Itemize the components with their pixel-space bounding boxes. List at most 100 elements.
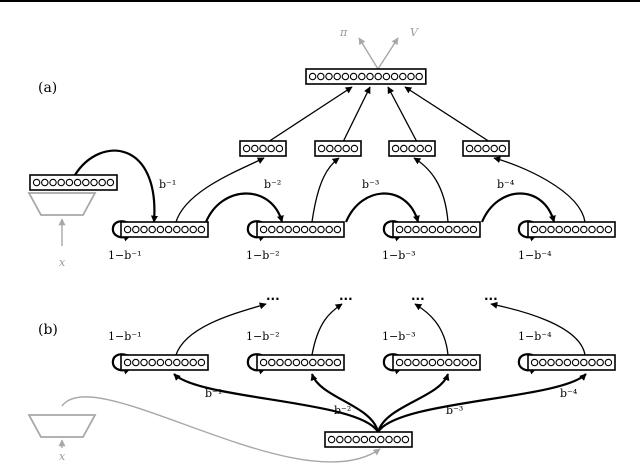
neuron-unit	[420, 225, 428, 234]
neuron-unit	[197, 225, 206, 234]
neuron-unit	[366, 72, 374, 81]
neuron-unit	[596, 225, 604, 234]
neuron-unit	[32, 178, 41, 187]
ellipsis-3: ...	[411, 289, 425, 303]
neuron-unit	[333, 72, 341, 81]
neuron-unit	[377, 435, 385, 444]
neuron-unit	[374, 72, 382, 81]
retain-r3-a: 1−b⁻³	[382, 249, 415, 262]
neuron-unit	[342, 144, 350, 153]
neuron-unit	[424, 144, 433, 153]
neuron-layers	[29, 68, 616, 448]
neuron-unit	[360, 435, 369, 444]
neuron-unit	[482, 144, 490, 153]
ellipsis-2: ...	[339, 289, 353, 303]
neuron-unit	[571, 225, 580, 234]
neuron-unit	[327, 435, 336, 444]
neuron-unit	[416, 144, 424, 153]
neuron-unit	[350, 144, 359, 153]
v-label: V	[410, 26, 419, 39]
input-encoder-b	[27, 396, 381, 463]
neuron-unit	[555, 358, 563, 367]
panel-b-label: (b)	[38, 322, 58, 338]
rate-b4-a: b⁻⁴	[497, 178, 515, 191]
neuron-unit	[284, 358, 292, 367]
recurrent-layer-a-1	[120, 221, 209, 238]
rate-b1-b: b⁻¹	[205, 387, 222, 400]
neuron-unit	[382, 72, 391, 81]
neuron-unit	[469, 358, 478, 367]
neuron-unit	[555, 225, 563, 234]
retain-r4-a: 1−b⁻⁴	[518, 249, 552, 262]
readout-connections	[175, 156, 586, 223]
neuron-unit	[268, 225, 276, 234]
neuron-unit	[445, 358, 453, 367]
recurrent-layer-b-4	[527, 354, 616, 371]
recurrent-layer-b-2	[256, 354, 345, 371]
neuron-unit	[453, 358, 461, 367]
neuron-unit	[317, 225, 325, 234]
readout-layer-4	[462, 140, 510, 157]
neuron-unit	[98, 178, 106, 187]
neuron-unit	[390, 72, 399, 81]
neuron-unit	[309, 358, 317, 367]
recurrent-layer-a-2	[256, 221, 345, 238]
neuron-unit	[242, 144, 251, 153]
neuron-unit	[539, 225, 547, 234]
rate-b2-a: b⁻²	[264, 178, 281, 191]
neuron-unit	[148, 358, 156, 367]
neuron-unit	[407, 72, 415, 81]
neuron-unit	[300, 358, 309, 367]
neuron-unit	[436, 225, 445, 234]
neuron-unit	[73, 178, 82, 187]
input-label-a: x	[59, 256, 66, 269]
neuron-unit	[132, 358, 140, 367]
neuron-unit	[173, 358, 181, 367]
neuron-unit	[358, 72, 366, 81]
neuron-unit	[395, 225, 404, 234]
neuron-unit	[469, 225, 478, 234]
neuron-unit	[474, 144, 482, 153]
neuron-unit	[164, 225, 173, 234]
neuron-unit	[49, 178, 57, 187]
neuron-unit	[164, 358, 173, 367]
neuron-unit	[317, 144, 326, 153]
neuron-unit	[415, 72, 423, 81]
readout-layer-3	[388, 140, 436, 157]
neuron-unit	[268, 358, 276, 367]
neuron-unit	[530, 225, 539, 234]
neuron-unit	[251, 144, 259, 153]
neuron-unit	[300, 225, 309, 234]
recurrent-layer-a-3	[392, 221, 481, 238]
neuron-unit	[412, 358, 420, 367]
neuron-unit	[181, 358, 189, 367]
neuron-unit	[420, 358, 428, 367]
neuron-unit	[344, 435, 352, 444]
neuron-unit	[123, 358, 132, 367]
retain-r2-b: 1−b⁻²	[246, 330, 279, 343]
neuron-unit	[391, 144, 400, 153]
neuron-unit	[428, 358, 437, 367]
neuron-unit	[445, 225, 453, 234]
neuron-unit	[140, 225, 148, 234]
neuron-unit	[148, 225, 156, 234]
neuron-unit	[368, 435, 377, 444]
retain-r2-a: 1−b⁻²	[246, 249, 279, 262]
neuron-unit	[333, 225, 342, 234]
embed-to-r1-arrow	[74, 149, 158, 223]
neuron-unit	[326, 144, 334, 153]
panel-a-label: (a)	[38, 80, 57, 96]
neuron-unit	[41, 178, 49, 187]
neuron-unit	[156, 225, 165, 234]
rate-b4-b: b⁻⁴	[560, 387, 578, 400]
rate-b3-b: b⁻³	[446, 404, 463, 417]
neuron-unit	[588, 225, 596, 234]
rate-b1-a: b⁻¹	[159, 178, 176, 191]
neuron-unit	[123, 225, 132, 234]
embedding-layer-a	[29, 174, 118, 191]
neuron-unit	[563, 358, 572, 367]
output-connections	[267, 86, 491, 143]
neuron-unit	[349, 72, 358, 81]
neuron-unit	[490, 144, 498, 153]
neuron-unit	[267, 144, 275, 153]
